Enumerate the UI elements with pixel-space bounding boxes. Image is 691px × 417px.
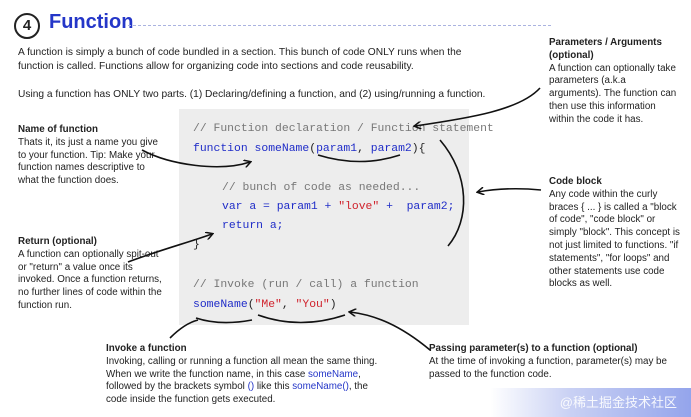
code-line-var: var a = param1 + "love" + param2; [222,200,454,214]
code-comment-body: // bunch of code as needed... [222,182,421,194]
note-pass-body: At the time of invoking a function, para… [429,355,667,380]
code-string-love: "love" [338,201,380,213]
intro-paragraph: A function is simply a bunch of code bun… [18,46,478,74]
code-line-return: return a; [222,219,284,233]
arrow-name-of-function [141,149,250,167]
note-name-heading: Name of function [18,124,99,135]
code-paren-open: ( [309,143,317,155]
note-invoke-body-4: , the code inside the function gets exec… [106,381,368,406]
note-invoke-brackets: () [247,381,255,393]
two-parts-paragraph: Using a function has ONLY two parts. (1)… [18,89,486,100]
code-function-name: someName [254,143,310,155]
page-title: Function [49,11,134,33]
note-invoke-name-2: someName() [292,381,349,393]
code-comment-invoke: // Invoke (run / call) a function [193,279,419,291]
code-invoke-name: someName [193,299,248,311]
arrow-pass-underline [257,314,346,324]
note-block-body: Any code within the curly braces { ... }… [549,188,680,290]
intro-line-2: function is called. Functions allow for … [18,61,414,72]
note-pass-heading: Passing parameter(s) to a function (opti… [429,343,638,354]
note-block-heading: Code block [549,176,602,187]
note-return-body: A function can optionally spit-out or "r… [18,248,162,311]
code-call-comma: , [281,299,296,311]
arrow-invoke [169,319,199,339]
code-call-paren-open: ( [247,299,255,311]
arrow-return [127,234,212,263]
watermark-text: @稀土掘金技术社区 [559,395,677,410]
intro-line-1: A function is simply a bunch of code bun… [18,47,462,58]
code-example-box: // Function declaration / Function state… [179,109,494,325]
arrow-pass [350,312,431,351]
note-invoke-body-1: Invoking, calling or running a function … [106,355,378,380]
watermark-bar [490,388,691,417]
code-keyword-return: return [222,220,264,232]
arrow-invoke-underline [195,317,253,324]
code-string-me: "Me" [254,299,282,311]
arrow-params-underline [317,154,401,163]
code-assign: a = param1 + [242,201,339,213]
code-plus-param2: + param2; [379,201,455,213]
arrow-params [415,87,541,126]
code-paren-close-brace: ){ [411,143,426,155]
arrow-code-block-brace [439,139,465,247]
step-number-badge: 4 [14,13,40,39]
code-keyword-function: function [193,143,248,155]
note-invoke-body-3: like this [254,381,293,393]
arrow-code-block [478,189,542,192]
note-code-block: Code block Any code within the curly bra… [549,176,681,291]
code-param-1: param1 [316,143,358,155]
note-name-body: Thats it, its just a name you give to yo… [18,136,158,187]
code-param-2: param2 [370,143,412,155]
code-comma: , [357,143,371,155]
code-return-value: a; [263,220,284,232]
note-passing-parameters: Passing parameter(s) to a function (opti… [429,343,669,381]
code-string-you: "You" [295,299,330,311]
note-invoke-body-2: , followed by the brackets symbol [106,368,361,393]
code-line-function-signature: function someName(param1, param2){ [193,142,425,156]
note-parameters: Parameters / Arguments (optional) A func… [549,37,679,127]
code-close-brace: } [193,239,200,251]
code-line-invoke: someName("Me", "You") [193,298,337,312]
code-call-close: ) [329,299,337,311]
code-comment-declaration: // Function declaration / Function state… [193,123,494,135]
note-return: Return (optional) A function can optiona… [18,236,168,313]
note-invoke: Invoke a function Invoking, calling or r… [106,343,391,407]
note-name-of-function: Name of function Thats it, its just a na… [18,124,168,188]
note-invoke-name-1: someName [308,368,359,380]
code-keyword-var: var [222,201,243,213]
title-divider [128,25,551,26]
note-params-body: A function can optionally take parameter… [549,62,677,125]
note-return-heading: Return (optional) [18,236,97,247]
note-params-heading: Parameters / Arguments (optional) [549,37,662,61]
note-invoke-heading: Invoke a function [106,343,187,354]
